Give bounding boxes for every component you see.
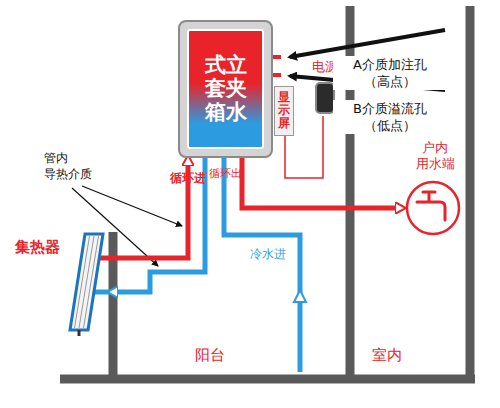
pipe-label: 循环出 bbox=[209, 168, 220, 180]
node-text: 户内 用水端 bbox=[403, 140, 467, 172]
walls bbox=[60, 6, 475, 383]
power-unit bbox=[315, 82, 335, 114]
area-label: 阳台 bbox=[195, 346, 235, 365]
node-text: 显示屏 bbox=[278, 91, 290, 131]
display-screen: 显示屏 bbox=[274, 86, 294, 136]
port-label: A介质加注孔 （高点） bbox=[333, 56, 447, 90]
pipe-label: 循环进 bbox=[170, 172, 182, 185]
pipe-connector bbox=[110, 158, 188, 258]
medium-note: 管内 导热介质 bbox=[44, 150, 114, 182]
leader-line bbox=[82, 186, 182, 226]
faucet-symbol bbox=[403, 180, 463, 236]
flow-arrow bbox=[294, 290, 306, 302]
node-text: 立式夹套水箱 bbox=[205, 54, 247, 123]
indoor-outlet: 户内 用水端 bbox=[403, 140, 467, 236]
node-text: 集热器 bbox=[15, 238, 63, 257]
pointer-arrow bbox=[290, 30, 445, 57]
solar-collector: 集热器 bbox=[15, 228, 110, 336]
cold-water-pipe bbox=[224, 158, 300, 372]
tank-box: 立式夹套水箱 bbox=[178, 20, 273, 158]
port-label: B介质溢流孔 （低点） bbox=[333, 100, 447, 134]
area-label: 室内 bbox=[372, 346, 412, 365]
pipe-label: 冷水进 bbox=[250, 246, 300, 263]
pipe-connector bbox=[110, 158, 205, 292]
